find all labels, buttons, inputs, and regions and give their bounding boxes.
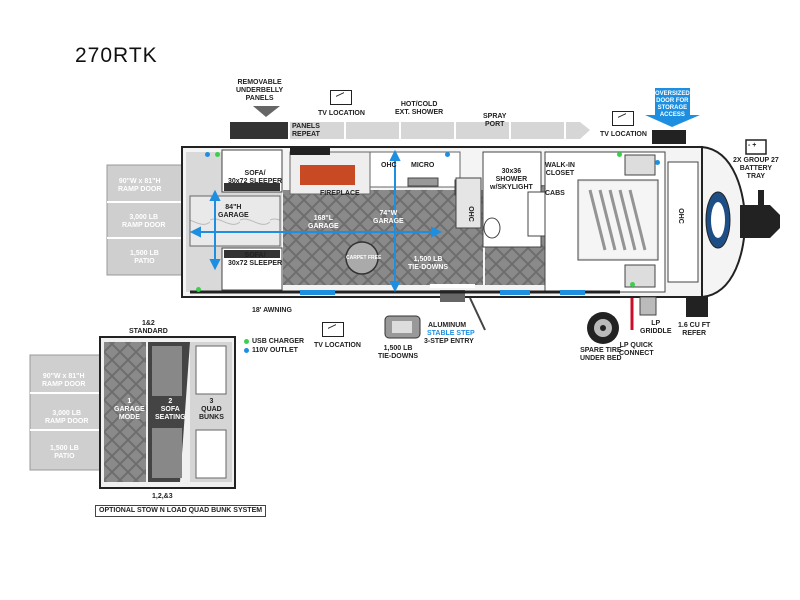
inset-optional-2: OPTIONAL STOW N LOAD QUAD BUNK SYSTEM	[95, 505, 267, 517]
inset-optional-1: 1,2,&3	[152, 493, 173, 500]
underbelly-panels	[230, 122, 590, 139]
inset-mode-3: 3 QUAD BUNKS	[199, 398, 224, 421]
inset-patio-label: 1,500 LB PATIO	[50, 445, 79, 460]
entry-label-1: ALUMINUM	[428, 322, 467, 329]
usb-charger-label: USB CHARGER	[252, 338, 305, 345]
inset-standard-label: 1&2 STANDARD	[129, 320, 168, 335]
ramp-door-panels	[106, 164, 183, 276]
entry-label-2: STABLE STEP	[427, 330, 475, 337]
down-arrow-icon	[253, 106, 280, 117]
inset-mode-1: 1 GARAGE MODE	[114, 398, 145, 421]
sofa-bottom-label: SOFA/ 30x72 SLEEPER	[228, 252, 283, 267]
fridge	[455, 177, 482, 229]
outlet-dot-1	[205, 152, 210, 157]
usb-dot-4	[196, 287, 201, 292]
fireplace-label: FIREPLACE	[320, 190, 360, 197]
tv-location-top-label: TV LOCATION	[318, 110, 365, 117]
outlet-dot-2	[445, 152, 450, 157]
spare-tire-label: SPARE TIRE UNDER BED	[580, 347, 622, 362]
hot-cold-shower-label: HOT/COLD EXT. SHOWER	[395, 101, 444, 116]
garage-floor	[283, 190, 483, 285]
shower-label: 30x36 SHOWER w/SKYLIGHT	[490, 168, 533, 191]
battery-symbol: - +	[748, 142, 757, 149]
usb-dot-3	[630, 282, 635, 287]
garage-width-label: 74"W GARAGE	[373, 210, 404, 225]
outlet-dot-3	[655, 160, 660, 165]
garage-length-label: 168"L GARAGE	[308, 215, 339, 230]
inset-capacity-label: 3,000 LB RAMP DOOR	[45, 410, 89, 425]
tv-location-bottom-label: TV LOCATION	[314, 342, 361, 349]
inset-mode-2: 2 SOFA SEATING	[155, 398, 186, 421]
ohc-label-3: OHC	[676, 208, 684, 224]
usb-dot-2	[617, 152, 622, 157]
entry-label-3: 3-STEP ENTRY	[424, 338, 474, 345]
garage-height-label: 84"H GARAGE	[218, 204, 249, 219]
panels-repeat-label: PANELS REPEAT	[292, 123, 320, 138]
blue-down-arrow-icon	[645, 88, 700, 127]
spare-tire-icon	[587, 312, 619, 344]
micro-label: MICRO	[411, 162, 435, 169]
tie-downs-inner-label: 1,500 LB TIE-DOWNS	[408, 256, 449, 271]
ramp-capacity-label: 3,000 LB RAMP DOOR	[122, 214, 166, 229]
model-title: 270RTK	[75, 44, 158, 67]
tv-icon-bottom	[322, 322, 344, 337]
cabs-label: CABS	[545, 190, 565, 197]
inset-diagram	[29, 336, 236, 489]
removable-panels-label: REMOVABLE UNDERBELLY PANELS	[236, 79, 284, 102]
refer-block	[686, 297, 708, 317]
inset-door-label: 90"W x 81"H RAMP DOOR	[42, 373, 86, 388]
patio-label: 1,500 LB PATIO	[130, 250, 159, 265]
sofa-top-label: SOFA/ 30x72 SLEEPER	[228, 170, 283, 185]
spray-port-label: SPRAY PORT	[483, 113, 507, 128]
usb-charger-dot	[244, 339, 249, 344]
oversized-door-label: OVERSIZED DOOR FOR STORAGE ACCESS	[655, 91, 690, 118]
lp-griddle-label: LP GRIDDLE	[640, 320, 672, 335]
storage-door	[652, 130, 686, 144]
ramp-door-label: 90"W x 81"H RAMP DOOR	[118, 178, 162, 193]
lp-connect-label: LP QUICK CONNECT	[619, 342, 654, 357]
battery-icon	[745, 139, 767, 155]
tie-downs-label: 1,500 LB TIE-DOWNS	[378, 345, 419, 360]
awning-label: 18' AWNING	[252, 307, 292, 314]
outlet-dot	[244, 348, 249, 353]
outlet-label: 110V OUTLET	[252, 347, 298, 354]
closet-label: WALK-IN CLOSET	[545, 162, 575, 177]
carpet-free-badge	[345, 241, 379, 275]
tv-icon-right	[612, 111, 634, 126]
ohc-label-2: OHC	[466, 206, 474, 222]
usb-dot-1	[215, 152, 220, 157]
battery-label: 2X GROUP 27 BATTERY TRAY	[733, 157, 779, 180]
stable-step-icon	[384, 315, 421, 339]
refer-label: 1.6 CU FT REFER	[678, 322, 711, 337]
lp-griddle	[639, 296, 657, 316]
tv-location-right-label: TV LOCATION	[600, 131, 647, 138]
tv-icon-top	[330, 90, 352, 105]
ohc-label-1: OHC	[381, 162, 397, 169]
garage-dimension-arrows	[189, 149, 443, 293]
carpet-free-label: CARPET FREE	[346, 255, 382, 261]
